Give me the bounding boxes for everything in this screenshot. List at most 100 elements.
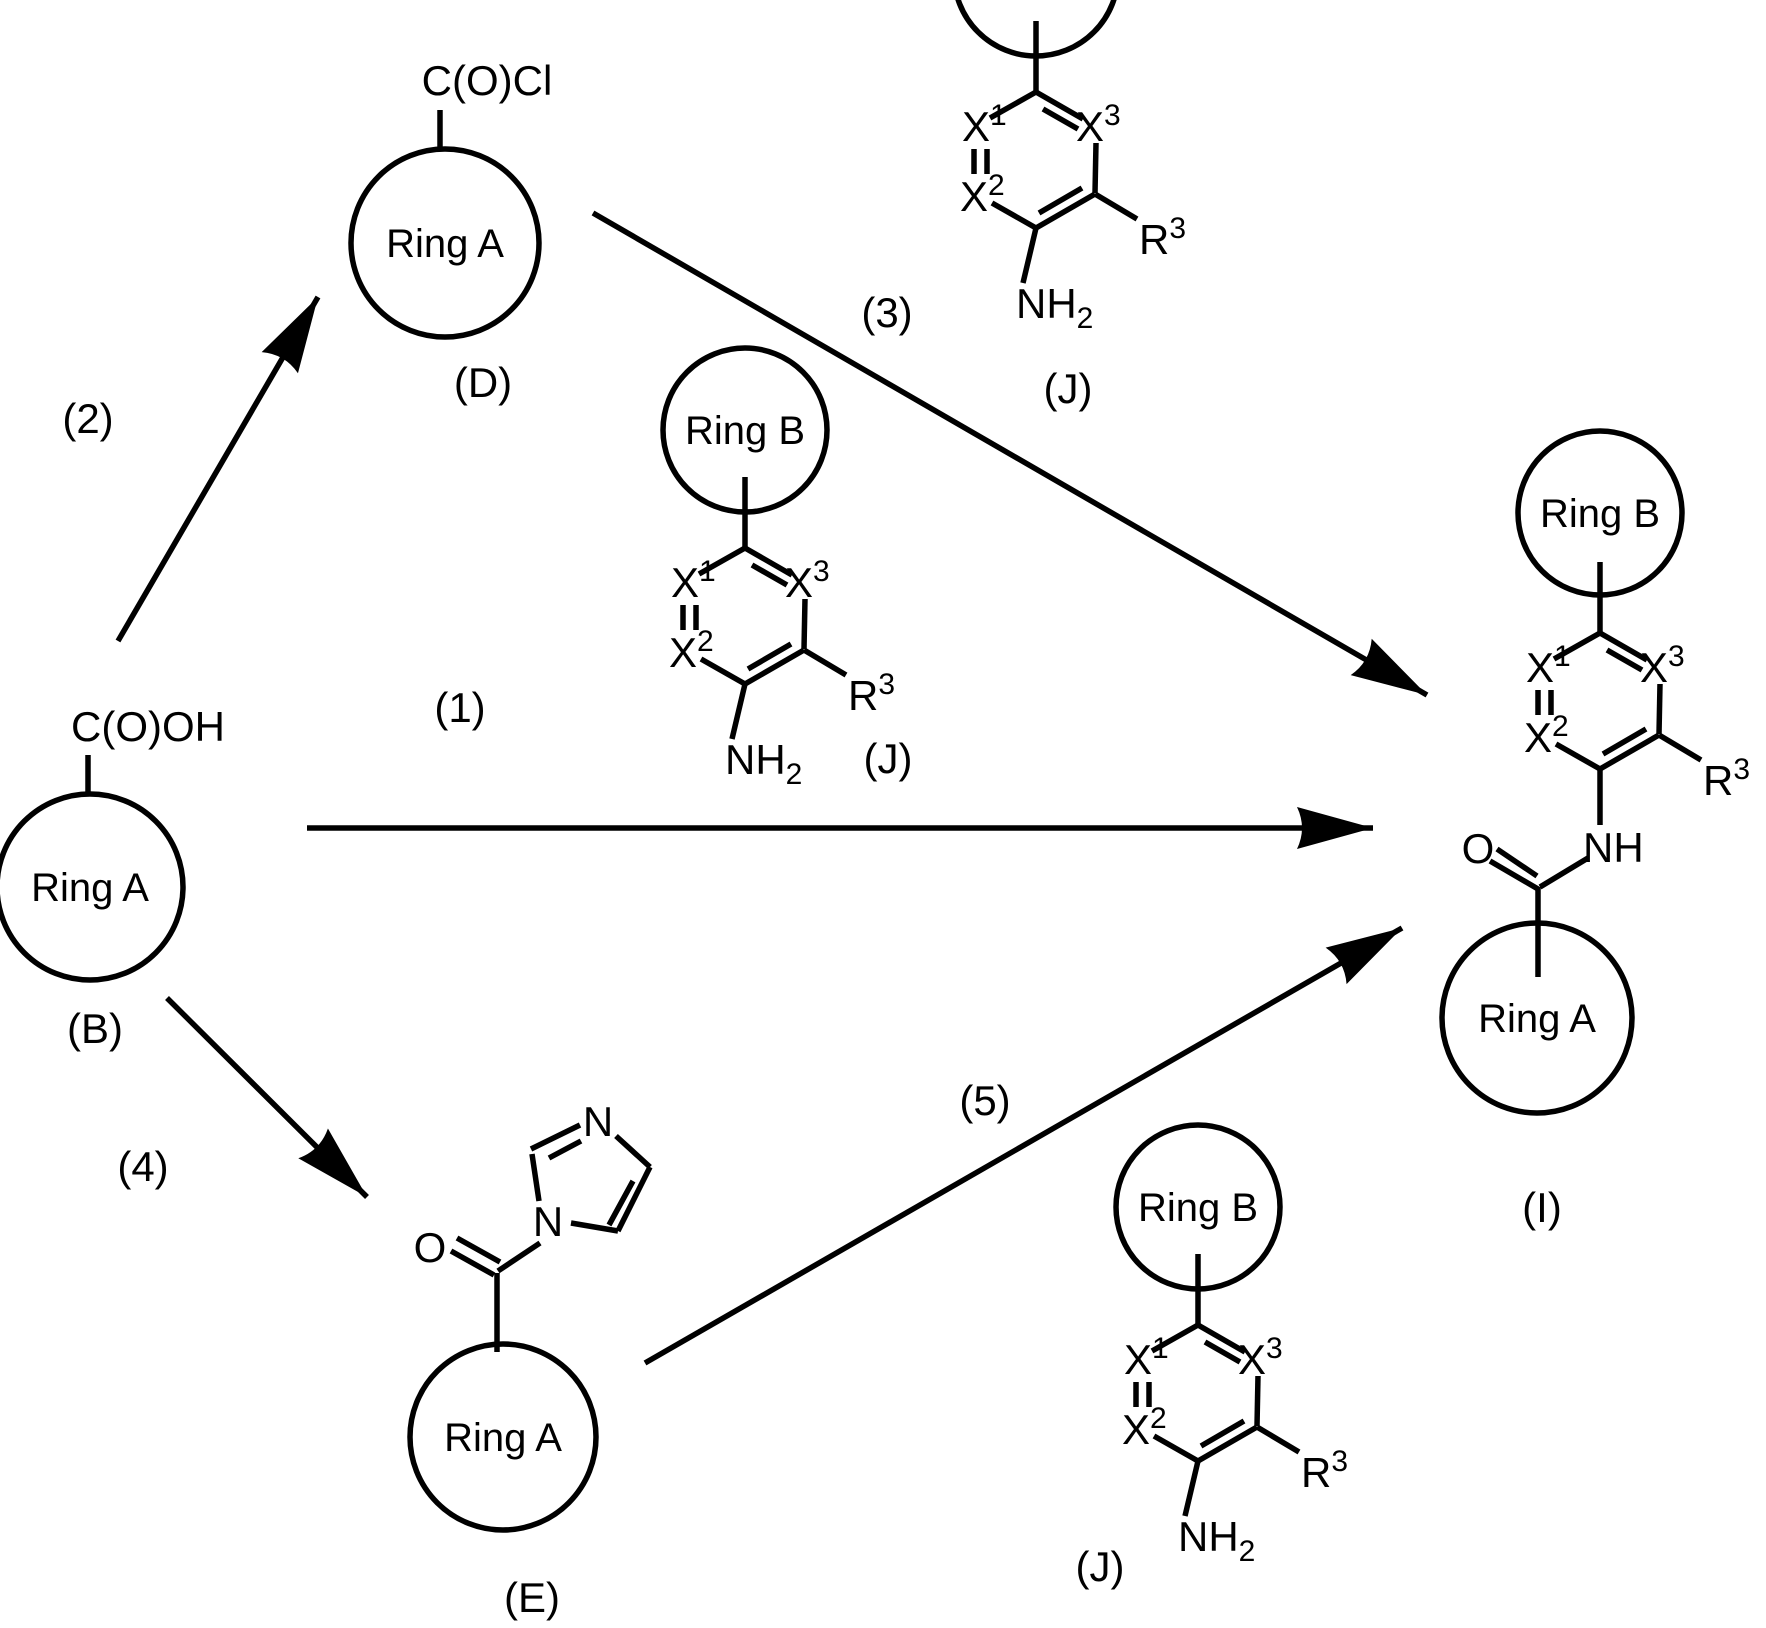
step-2-label: (2) [62, 395, 113, 442]
x2-label: X2 [960, 169, 1005, 220]
bond-n3-c4 [614, 1133, 652, 1170]
double-bond-c4-c5-outer [615, 1165, 653, 1233]
x1-label: X1 [1124, 1332, 1169, 1383]
double-bond-c-c-outer [1598, 732, 1661, 772]
x1-label: X1 [671, 555, 716, 606]
bond-t-x1 [1552, 630, 1602, 662]
bond-x3-c [801, 598, 808, 650]
bond-n1-carbonyl [496, 1240, 542, 1274]
double-bond-t-x3-outer [1034, 89, 1085, 122]
double-bond-c-c-inner [1037, 185, 1084, 216]
bond-x2-c [990, 200, 1038, 231]
step-5-label: (5) [959, 1077, 1010, 1124]
bond-t-x1 [988, 89, 1038, 121]
bond-c-r3 [1657, 732, 1703, 763]
double-bond-c-c-inner [746, 641, 793, 672]
bond-c5-n1 [570, 1220, 619, 1234]
amine-j-top-tag: (J) [1044, 365, 1093, 412]
double-bond-t-x3-inner [1605, 647, 1644, 673]
product-i-tag: (I) [1522, 1184, 1562, 1231]
ring-a-label: Ring A [31, 866, 149, 910]
reaction-arrows: (1) (2) (3) (4) (5) [62, 210, 1429, 1366]
bond-c-nh2 [729, 683, 748, 740]
compound-e: N N O Ring A (E) [407, 1098, 653, 1621]
compound-d-tag: (D) [454, 359, 512, 406]
bond-x2-c [1152, 1433, 1200, 1464]
product-i: Ring B X1 X3 X2 R3 NH O Ring A [1439, 428, 1750, 1116]
r3-label: R3 [848, 668, 895, 719]
nh2-label: NH2 [725, 736, 802, 791]
bond-t-x1 [1150, 1322, 1200, 1354]
acid-substituent-label: C(O)OH [71, 703, 225, 750]
ring-a-circle [0, 791, 186, 983]
ring-a-circle [348, 146, 542, 340]
amine-j-middle-tag: (J) [864, 735, 913, 782]
r3-label: R3 [1301, 1445, 1348, 1496]
arrow-step-3 [591, 210, 1429, 698]
double-bond-t-x3-outer [743, 545, 794, 578]
carbonyl-o-label: O [1462, 825, 1495, 872]
acyl-chloride-substituent-label: C(O)Cl [422, 57, 553, 104]
double-bond-t-x3-outer [1598, 630, 1649, 663]
nh2-label: NH2 [1016, 280, 1093, 335]
x1-label: X1 [962, 99, 1007, 150]
arrow-step-5 [643, 925, 1404, 1366]
carbonyl-double-bond-a [1495, 846, 1539, 879]
carbonyl-double-bond-b [1488, 858, 1540, 892]
amine-j-bottom-tag: (J) [1076, 1543, 1125, 1590]
ring-a-label: Ring A [1478, 997, 1596, 1041]
bond-nh-carbonyl [1538, 855, 1590, 890]
compound-b: C(O)OH Ring A (B) [0, 703, 225, 1052]
x1-label: X1 [1526, 640, 1571, 691]
double-bond-t-x3-inner [1041, 106, 1080, 132]
x3-label: X3 [785, 555, 830, 606]
double-bond-t-x3-inner [1203, 1339, 1242, 1365]
x3-label: X3 [1640, 640, 1685, 691]
double-bond-c-c-outer [1034, 191, 1097, 231]
r3-label: R3 [1139, 212, 1186, 263]
ring-b-label: Ring B [1138, 1186, 1258, 1230]
bond-x3-c [1092, 142, 1099, 194]
bond-t-x1 [697, 545, 747, 577]
r3-label: R3 [1703, 753, 1750, 804]
bond-c-nh2 [1182, 1460, 1201, 1517]
carbonyl-double-bond-a [455, 1235, 502, 1265]
x2-label: X2 [669, 625, 714, 676]
nh-label: NH [1583, 824, 1644, 871]
imidazole-n3-label: N [583, 1098, 613, 1145]
step-1-label: (1) [434, 684, 485, 731]
ring-a-label: Ring A [386, 222, 504, 266]
double-bond-c2-n3-inner [547, 1138, 583, 1161]
arrow-step-2 [115, 295, 321, 643]
x3-label: X3 [1238, 1332, 1283, 1383]
double-bond-c-c-outer [743, 647, 806, 687]
bond-x3-c [1656, 683, 1663, 735]
carbonyl-o-label: O [414, 1224, 447, 1271]
bond-c-nh2 [1020, 227, 1039, 284]
compound-d: C(O)Cl Ring A (D) [348, 57, 553, 406]
x2-label: X2 [1122, 1402, 1167, 1453]
x3-label: X3 [1076, 99, 1121, 150]
amine-j-top: X1 X3 X2 R3 NH2 [955, 0, 1186, 335]
imidazole-n1-label: N [533, 1198, 563, 1245]
ring-a-label: Ring A [444, 1416, 562, 1460]
step-3-label: (3) [861, 289, 912, 336]
double-bond-t-x3-outer [1196, 1322, 1247, 1355]
bond-c-r3 [1255, 1424, 1301, 1455]
double-bond-c-c-inner [1601, 726, 1648, 757]
ring-a-circle [1439, 920, 1635, 1116]
double-bond-t-x3-inner [750, 562, 789, 588]
compound-e-tag: (E) [504, 1574, 560, 1621]
double-bond-c-c-inner [1199, 1418, 1246, 1449]
ring-a-circle [407, 1341, 599, 1533]
compound-b-tag: (B) [67, 1005, 123, 1052]
bond-x2-c [699, 656, 747, 687]
step-4-label: (4) [117, 1143, 168, 1190]
ring-b-label: Ring B [1540, 492, 1660, 536]
ring-b-label: Ring B [685, 409, 805, 453]
bond-n1-c2 [529, 1153, 542, 1202]
amine-j-bottom: Ring B X1 X3 X2 R3 NH2 [1113, 1122, 1348, 1568]
x2-label: X2 [1524, 710, 1569, 761]
carbonyl-double-bond-b [449, 1248, 496, 1278]
